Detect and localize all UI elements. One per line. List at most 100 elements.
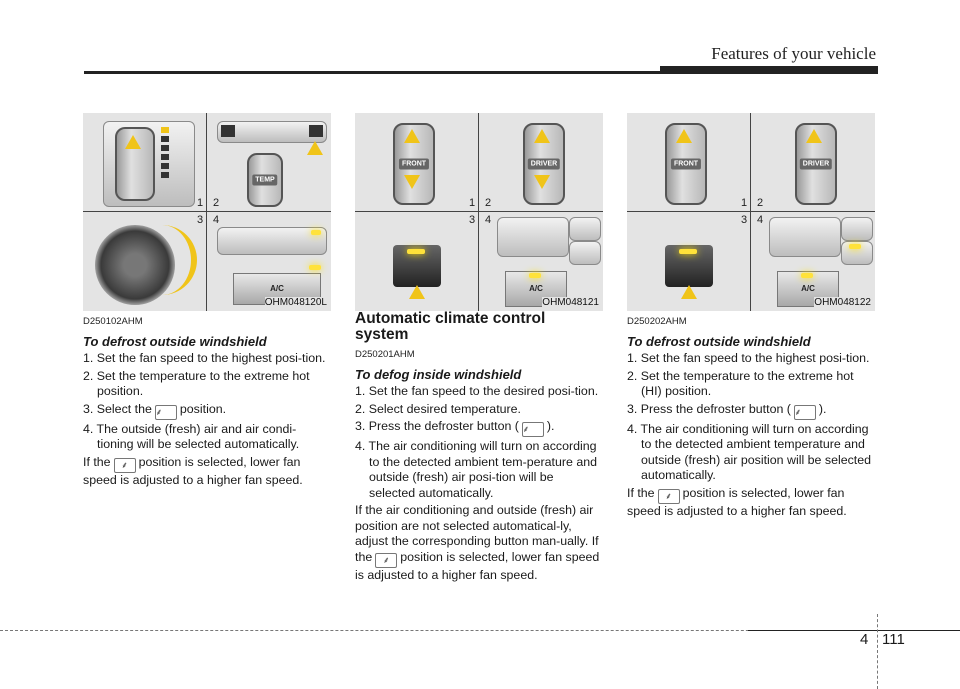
- arrow-up-icon: [681, 285, 697, 299]
- figure-auto-climate-defrost: FRONT DRIVER 1 2 3 4 A/C OHM048122: [627, 113, 875, 311]
- section-code: D250202AHM: [627, 316, 687, 327]
- figure-auto-climate-defog: FRONT DRIVER 1 2 3 4 A/C OHM048121: [355, 113, 603, 311]
- column-3: FRONT DRIVER 1 2 3 4 A/C OHM048122 D2502…: [627, 113, 875, 518]
- temp-slider-bar: [217, 121, 327, 143]
- arrow-left-icon: [221, 125, 235, 137]
- step-4: 4. The outside (fresh) air and air condi…: [83, 421, 300, 452]
- fan-level-leds: [161, 127, 169, 197]
- arrow-up-icon: [307, 141, 323, 155]
- step-3-text-end: ).: [818, 401, 827, 416]
- section-code: D250201AHM: [355, 349, 415, 360]
- figure-label-4: 4: [485, 214, 492, 226]
- arrow-up-icon: [534, 129, 550, 143]
- figure-label-3: 3: [741, 214, 748, 226]
- arrow-down-icon: [534, 175, 550, 189]
- paragraph: If the air conditioning and outside (fre…: [355, 503, 603, 583]
- defrost-icon: ⸙: [154, 404, 177, 420]
- defrost-icon: ⸙: [113, 457, 136, 473]
- section-title: Automatic climate control system: [355, 310, 546, 343]
- step-3-text: 3. Press the defroster button (: [355, 419, 519, 433]
- header-rule-accent: [660, 66, 878, 74]
- figure-label-3: 3: [197, 214, 204, 226]
- small-button: [569, 241, 601, 265]
- driver-label: DRIVER: [527, 158, 561, 170]
- step-1: 1. Set the fan speed to the highest posi…: [627, 351, 870, 365]
- arrow-up-icon: [676, 129, 692, 143]
- subheading: To defrost outside windshield: [627, 333, 811, 349]
- figure-label-1: 1: [469, 197, 476, 209]
- defrost-icon: ⸙: [375, 552, 398, 568]
- figure-divider-horizontal: [627, 211, 875, 212]
- figure-label-4: 4: [757, 214, 764, 226]
- footer-vertical-dash: [877, 614, 878, 689]
- mode-buttons-panel: [217, 227, 327, 255]
- subheading: To defog inside windshield: [355, 366, 522, 382]
- arrow-down-icon: [404, 175, 420, 189]
- figure-manual-climate: TEMP 1 2 3 4 A/C OHM048120L: [83, 113, 331, 311]
- column-2: FRONT DRIVER 1 2 3 4 A/C OHM048121 Autom…: [355, 113, 603, 582]
- figure-divider-horizontal: [83, 211, 331, 212]
- figure-divider-vertical: [206, 113, 207, 311]
- paragraph-text-end: position is selected, lower fan speed is…: [627, 485, 847, 518]
- step-3: 3. Press the defroster button (⸙).: [627, 402, 875, 420]
- front-label: FRONT: [670, 158, 702, 170]
- paragraph-text-end: position is selected, lower fan speed is…: [355, 549, 600, 582]
- page-header-title: Features of your vehicle: [711, 44, 876, 63]
- step-4: 4. The air conditioning will turn on acc…: [355, 439, 597, 500]
- step-3: 3. Select the⸙position.: [83, 402, 331, 420]
- defrost-icon: ⸙: [793, 404, 816, 420]
- step-3-text: 3. Press the defroster button (: [627, 401, 791, 416]
- paragraph-text: If the: [83, 454, 111, 469]
- led-indicator: [311, 230, 321, 235]
- paragraph-text-end: position is selected, lower fan speed is…: [83, 454, 303, 487]
- step-1: 1. Set the fan speed to the highest posi…: [83, 351, 326, 365]
- led-indicator: [407, 249, 425, 254]
- led-indicator: [679, 249, 697, 254]
- step-3-text: 3. Select the: [83, 401, 152, 416]
- small-button: [841, 217, 873, 241]
- rotate-arrow-icon: [161, 225, 197, 295]
- text-block-1: D250102AHM To defrost outside windshield…: [83, 311, 331, 489]
- temp-label: TEMP: [252, 174, 278, 186]
- figure-label-2: 2: [757, 197, 764, 209]
- figure-label-1: 1: [197, 197, 204, 209]
- step-2: 2. Set the temperature to the extreme ho…: [627, 368, 854, 399]
- paragraph: If the⸙position is selected, lower fan s…: [627, 486, 875, 520]
- arrow-right-icon: [309, 125, 323, 137]
- chapter-number: 4: [860, 631, 869, 648]
- step-3-text-end: position.: [179, 401, 227, 416]
- figure-divider-horizontal: [355, 211, 603, 212]
- front-label: FRONT: [398, 158, 430, 170]
- step-4: 4. The air conditioning will turn on acc…: [627, 421, 872, 483]
- section-code: D250102AHM: [83, 316, 143, 327]
- text-block-2: Automatic climate control system D250201…: [355, 311, 603, 584]
- paragraph-text: If the air conditioning and outside (fre…: [355, 503, 599, 564]
- arrow-up-icon: [409, 285, 425, 299]
- text-block-3: D250202AHM To defrost outside windshield…: [627, 311, 875, 520]
- led-indicator: [309, 265, 321, 270]
- figure-code: OHM048121: [542, 297, 599, 308]
- step-1: 1. Set the fan speed to the desired posi…: [355, 384, 599, 398]
- driver-label: DRIVER: [799, 158, 833, 170]
- arrow-up-icon: [125, 135, 141, 149]
- figure-label-2: 2: [213, 197, 220, 209]
- led-indicator: [801, 273, 813, 278]
- temp-rocker: TEMP: [247, 153, 283, 207]
- recirc-button: [497, 217, 569, 257]
- arrow-up-icon: [806, 129, 822, 143]
- paragraph-text: If the: [627, 485, 655, 500]
- led-indicator: [529, 273, 541, 278]
- defrost-icon: ⸙: [657, 488, 680, 504]
- step-3: 3. Press the defroster button (⸙).: [355, 419, 603, 437]
- step-2: 2. Select desired temperature.: [355, 401, 521, 416]
- led-indicator: [849, 244, 861, 249]
- figure-code: OHM048120L: [264, 297, 327, 308]
- small-button: [569, 217, 601, 241]
- figure-code: OHM048122: [814, 297, 871, 308]
- figure-divider-vertical: [478, 113, 479, 311]
- defrost-icon: ⸙: [521, 422, 544, 437]
- figure-divider-vertical: [750, 113, 751, 311]
- paragraph: If the⸙position is selected, lower fan s…: [83, 455, 331, 489]
- figure-label-4: 4: [213, 214, 220, 226]
- page-number: 111: [882, 631, 905, 648]
